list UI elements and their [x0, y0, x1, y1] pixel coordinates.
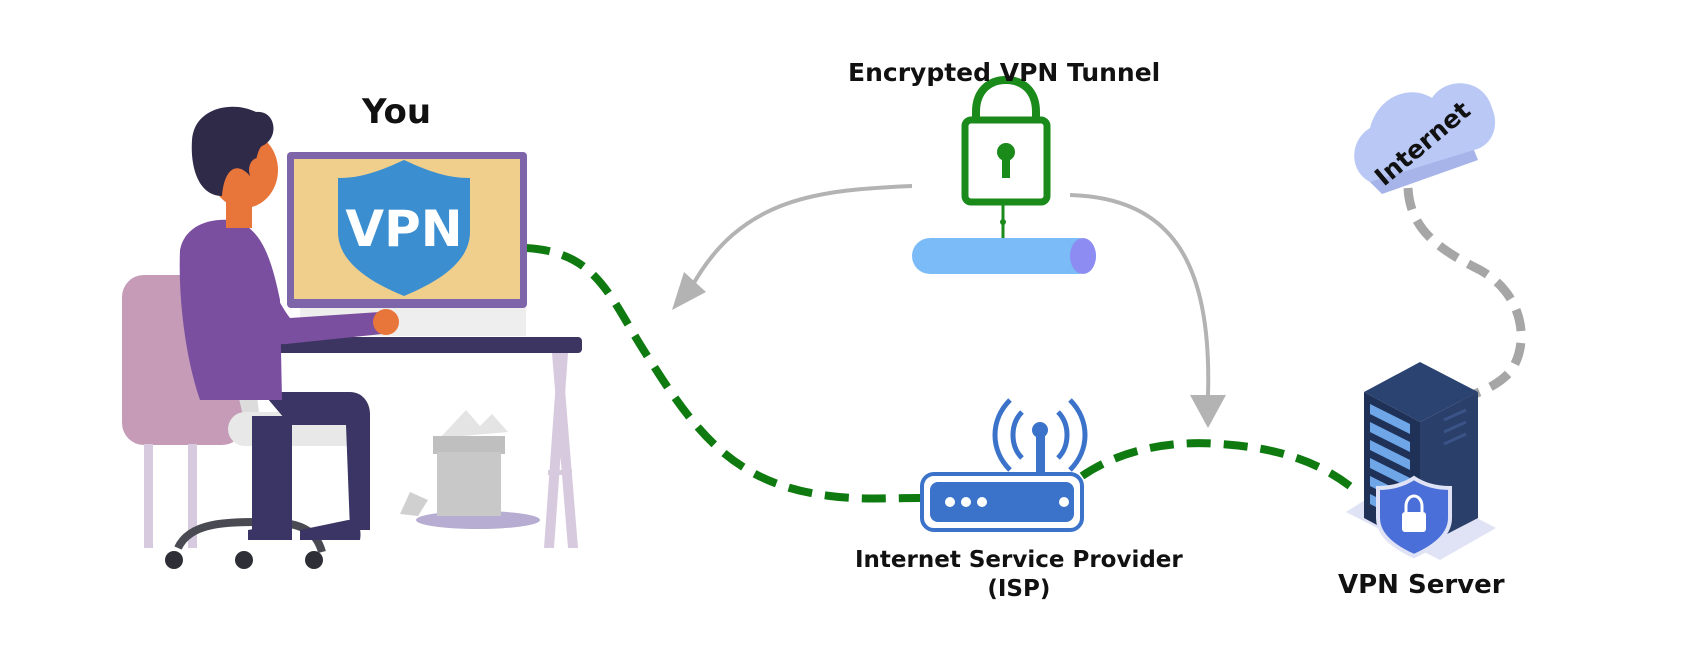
router-icon	[920, 398, 1088, 532]
flow-arrow-right	[1069, 193, 1226, 428]
flow-arrow-left	[672, 184, 913, 310]
desk	[270, 337, 582, 548]
server-shield-lock-icon	[1376, 475, 1452, 559]
monitor: VPN	[287, 152, 527, 336]
padlock-icon	[961, 75, 1051, 238]
internet-cloud-icon: Internet	[1354, 83, 1496, 194]
secure-connection-line	[1079, 439, 1358, 494]
encrypted-tunnel-label: Encrypted VPN Tunnel	[848, 58, 1161, 87]
encrypted-tunnel-illustration	[912, 75, 1096, 274]
vpn-shield-icon	[338, 160, 470, 296]
isp-label-line2: (ISP)	[987, 576, 1051, 602]
person	[179, 106, 399, 540]
user-illustration: VPN	[122, 106, 582, 569]
trash-bin-icon	[400, 410, 540, 529]
screen-vpn-label: VPN	[345, 200, 462, 258]
you-label: You	[362, 92, 432, 132]
vpn-server-label: VPN Server	[1338, 570, 1505, 600]
internet-connection-line	[1403, 187, 1526, 405]
tunnel-pipe-icon	[912, 238, 1096, 274]
secure-connection-line	[525, 244, 921, 503]
isp-label: Internet Service Provider (ISP)	[855, 546, 1183, 604]
isp-label-line1: Internet Service Provider	[855, 547, 1183, 573]
vpn-server-icon	[1346, 362, 1496, 560]
